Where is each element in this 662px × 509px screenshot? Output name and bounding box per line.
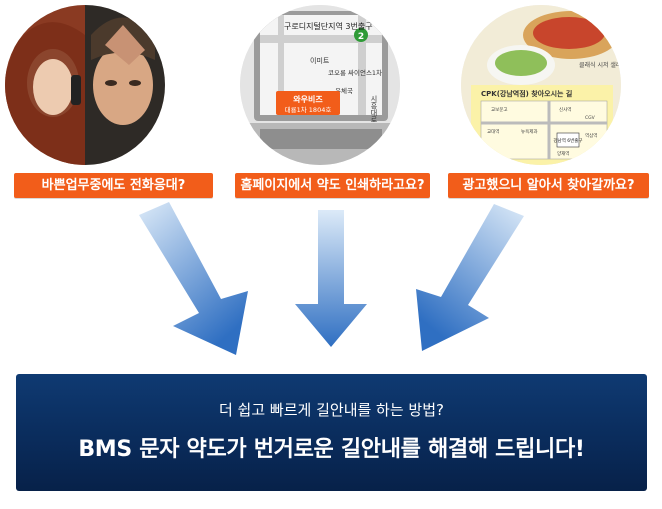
banner-subtitle: 더 쉽고 빠르게 길안내를 하는 방법?: [218, 401, 444, 419]
exit-marker-icon: [354, 28, 368, 42]
banner-title: BMS 문자 약도가 번거로운 길안내를 해결해 드립니다!: [78, 437, 585, 462]
ad-flyer-photo: 클래식 시저 샐러드 CPK(강남역점) 찾아오시는 길 강남역 6번출구 교보…: [461, 5, 621, 165]
phone-call-photo: [5, 5, 165, 165]
map-exit-label: 구로디지털단지역 3번출구: [284, 21, 373, 31]
flyer-map-label: 양재역: [557, 150, 569, 157]
flyer-map-label: 신사역: [559, 106, 571, 113]
caption-website-map: 홈페이지에서 약도 인쇄하라고요?: [235, 173, 430, 198]
laptop-map-photo: 2 구로디지털단지역 3번출구 이미트 코오롱 싸이언스1차 우체국 시흥대로 …: [240, 5, 400, 165]
solution-banner: 더 쉽고 빠르게 길안내를 하는 방법? BMS 문자 약도가 번거로운 길안내…: [16, 374, 647, 491]
flyer-map-label: 뉴욕제과: [521, 128, 538, 135]
map-company-name: 와우비즈: [293, 94, 323, 104]
map-poi-emart: 이미트: [310, 56, 330, 65]
flyer-map-station: 강남역 6번출구: [553, 137, 582, 144]
flyer-salad-caption: 클래식 시저 샐러드: [579, 61, 621, 69]
map-poi-post: 우체국: [335, 87, 353, 95]
flyer-map-label: 역삼역: [585, 132, 597, 139]
map-company-addr: 대룡1차 1804호: [285, 105, 332, 114]
caption-phone-call: 바쁜업무중에도 전화응대?: [14, 173, 213, 198]
map-road-label: 시흥대로: [370, 95, 378, 123]
flyer-map-label: 교대역: [487, 128, 499, 135]
flyer-map-title: CPK(강남역점) 찾아오시는 길: [481, 89, 572, 98]
flyer-map-label: CGV: [585, 115, 596, 121]
arrow-center: [295, 210, 367, 347]
arrow-right: [416, 204, 524, 351]
map-exit-number: 2: [358, 32, 364, 42]
arrow-left: [139, 202, 248, 355]
flyer-map-label: 교보문고: [491, 107, 508, 113]
caption-advertisement: 광고했으니 알아서 찾아갈까요?: [448, 173, 649, 198]
map-poi-koron: 코오롱 싸이언스1차: [328, 68, 382, 77]
